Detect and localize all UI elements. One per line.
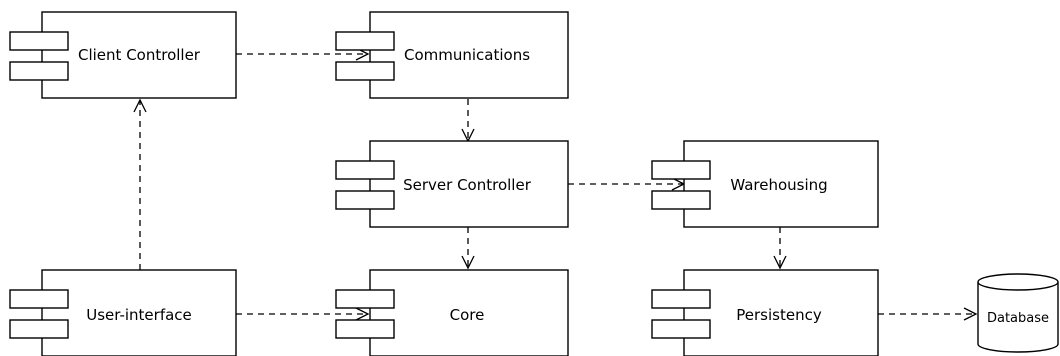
component-user-interface[interactable]: User-interface: [9, 269, 237, 356]
component-persistency[interactable]: Persistency: [651, 269, 879, 356]
component-warehousing[interactable]: Warehousing: [651, 140, 879, 228]
component-label: Persistency: [736, 306, 822, 324]
component-client-controller[interactable]: Client Controller: [9, 11, 237, 99]
dep-server-to-warehousing: [568, 177, 686, 191]
dep-server-to-core: [461, 227, 475, 270]
component-label: Server Controller: [403, 176, 532, 194]
dep-warehousing-to-persistency: [773, 227, 787, 270]
dep-communications-to-server: [461, 99, 475, 143]
component-server-controller[interactable]: Server Controller: [335, 140, 569, 228]
component-communications[interactable]: Communications: [335, 11, 569, 99]
dep-ui-to-core: [236, 307, 370, 321]
component-label: Communications: [404, 46, 530, 64]
database-cylinder[interactable]: Database: [977, 273, 1059, 353]
dep-persistency-to-database: [878, 307, 978, 321]
database-label: Database: [987, 311, 1049, 326]
dependencies: [133, 47, 978, 321]
component-label: Core: [450, 306, 485, 324]
component-core[interactable]: Core: [335, 269, 569, 356]
component-label: User-interface: [86, 306, 192, 324]
component-label: Warehousing: [730, 176, 827, 194]
dep-ui-to-client: [133, 98, 147, 270]
component-label: Client Controller: [78, 46, 201, 64]
